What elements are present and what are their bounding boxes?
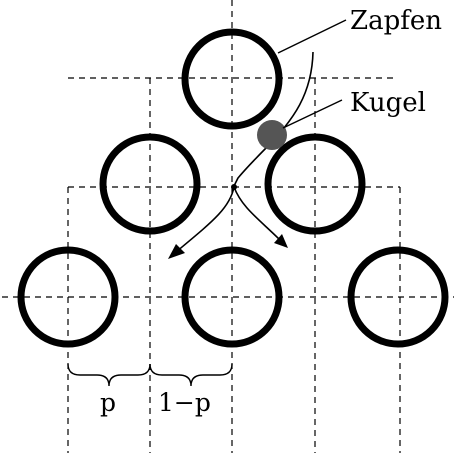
- pin-middle-right: [264, 133, 366, 235]
- left-arrowhead: [168, 244, 185, 259]
- pin-middle-left: [99, 133, 201, 235]
- braces: [67, 363, 233, 387]
- ball-label: Kugel: [350, 88, 426, 118]
- right-arrowhead: [274, 234, 288, 248]
- right-brace: [149, 363, 233, 387]
- pin-bottom-center: [181, 246, 283, 348]
- pin-bottom-right: [347, 246, 449, 348]
- ball: [257, 120, 287, 150]
- left-brace: [67, 363, 151, 387]
- pin-bottom-left: [17, 246, 119, 348]
- pin-leader-line: [277, 19, 347, 54]
- ball-leader-line: [282, 99, 343, 129]
- pins: [17, 28, 449, 348]
- left-fraction-label: p: [100, 388, 116, 417]
- right-fraction-label: 1−p: [158, 388, 211, 417]
- right-branch-arrow: [233, 186, 281, 241]
- pin-label: Zapfen: [350, 6, 442, 36]
- left-branch-arrow: [175, 186, 235, 253]
- pin-top: [181, 28, 283, 130]
